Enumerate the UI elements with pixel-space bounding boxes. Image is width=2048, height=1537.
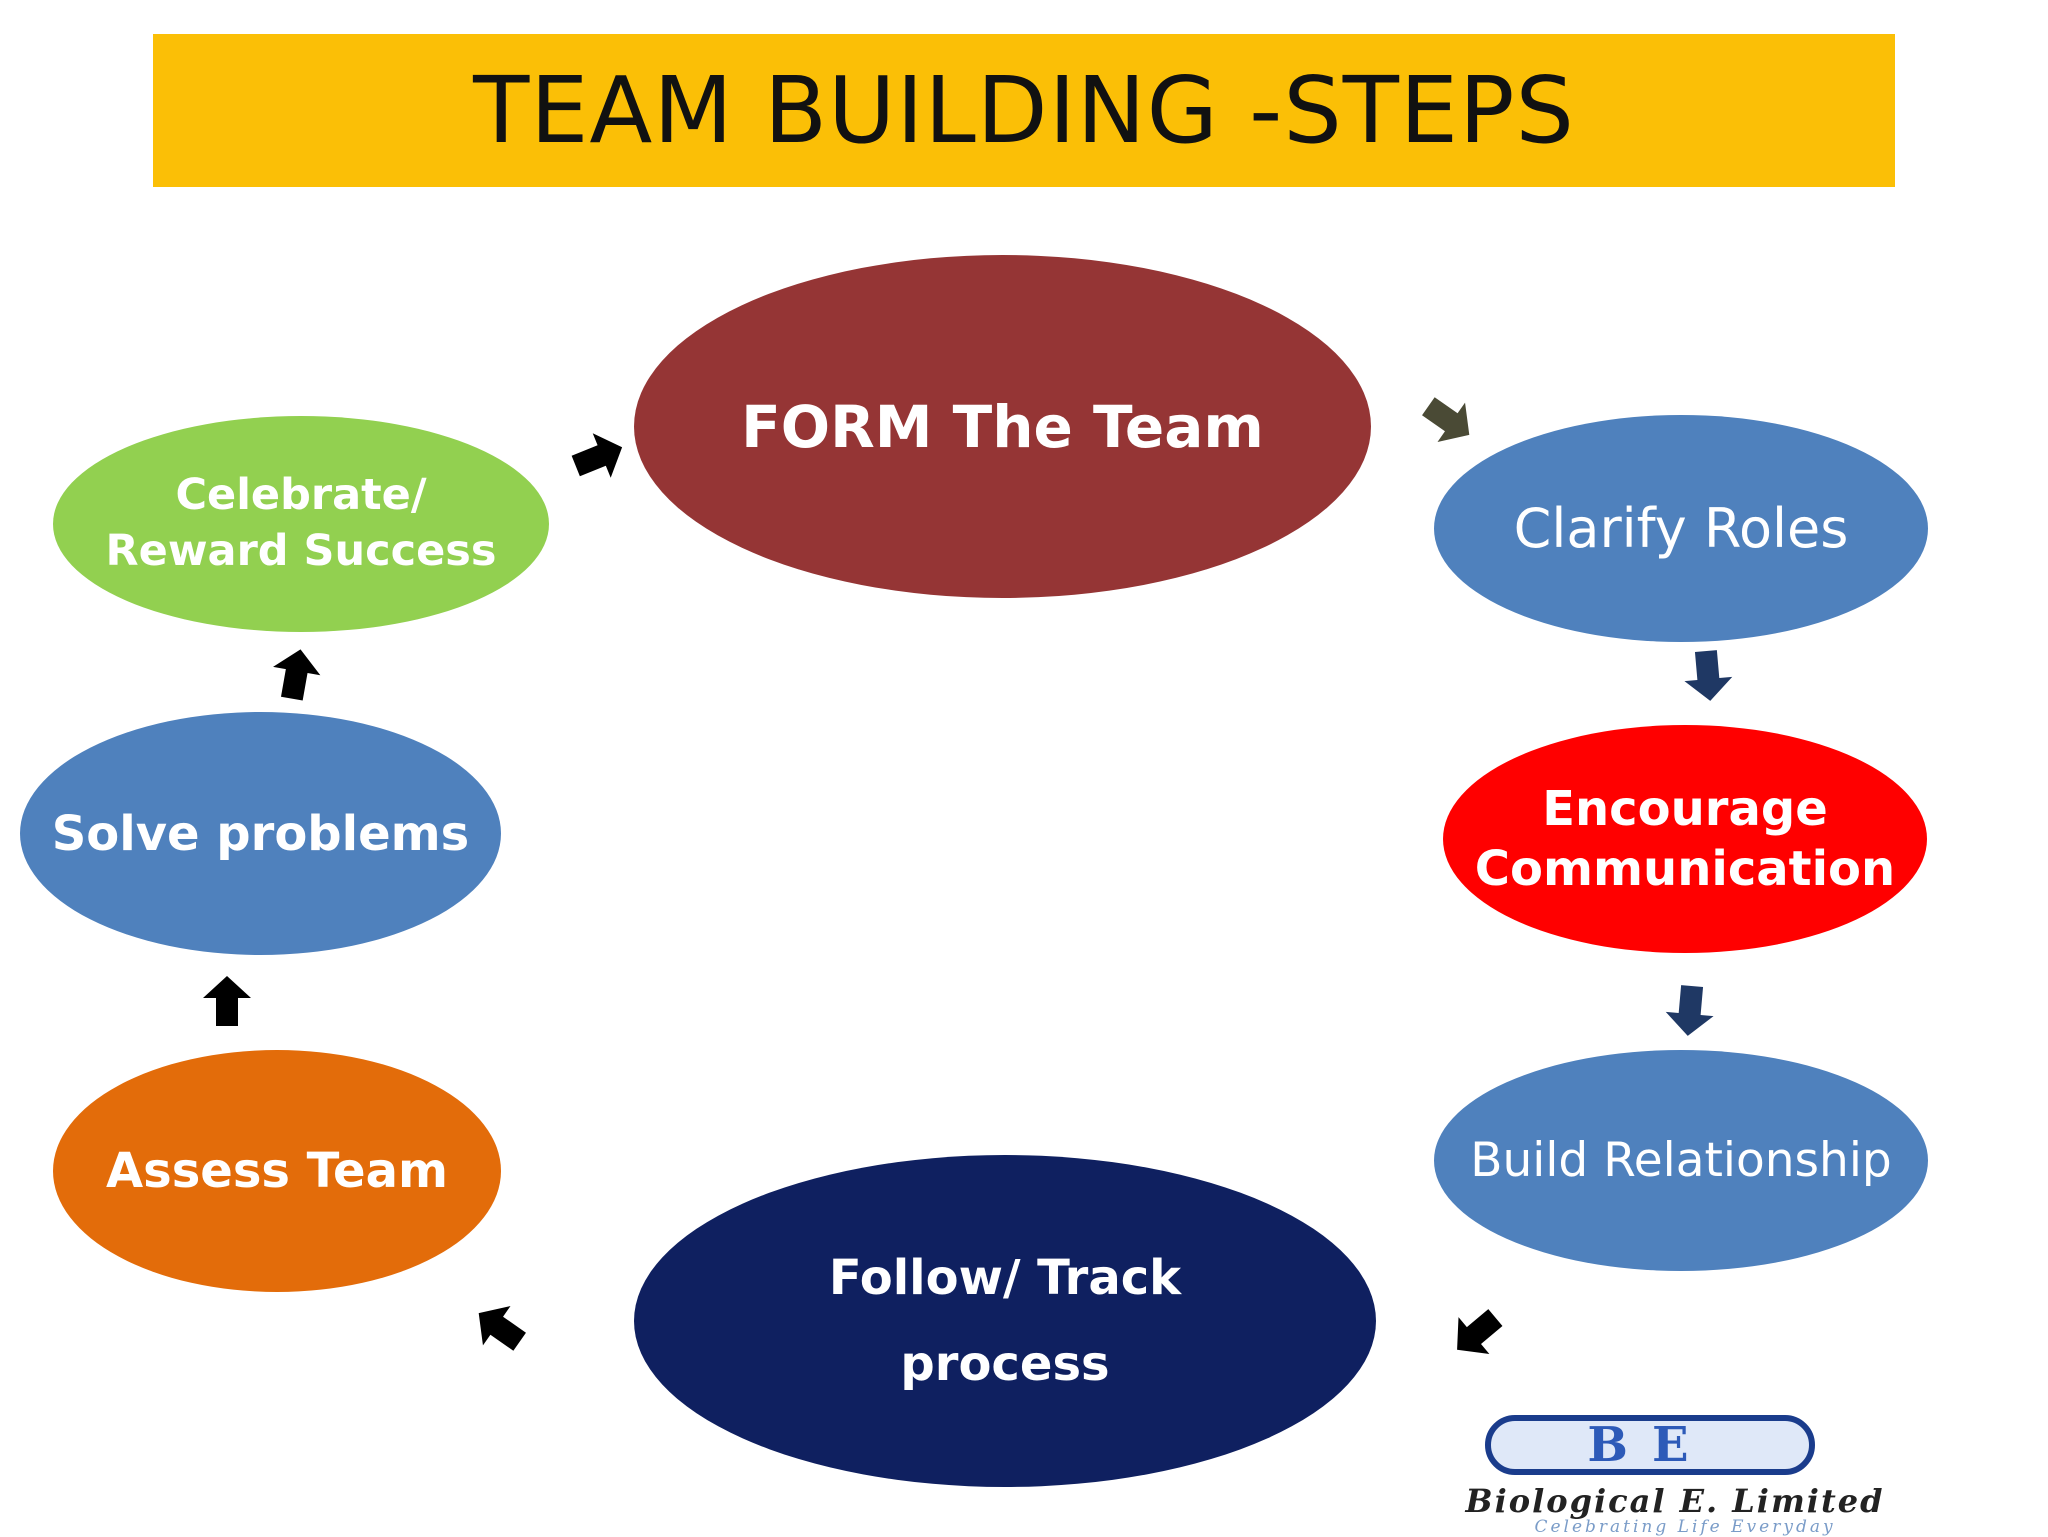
logo-tagline: Celebrating Life Everyday (1534, 1517, 1836, 1537)
arrow-follow-to-assess-icon (478, 1306, 526, 1351)
step-assess-team: Assess Team (53, 1050, 501, 1292)
step-follow-track-process: Follow/ Track process (634, 1155, 1376, 1487)
logo-badge: BE (1485, 1415, 1815, 1475)
arrow-clarify-to-encourage-icon (1684, 650, 1733, 701)
step-clarify-label: Clarify Roles (1513, 497, 1849, 560)
step-form-the-team: FORM The Team (634, 255, 1371, 598)
step-clarify-roles: Clarify Roles (1434, 415, 1928, 642)
step-follow-label: Follow/ Track process (828, 1249, 1182, 1392)
logo-company-name: Biological E. Limited (1465, 1482, 1885, 1520)
step-build-label: Build Relationship (1470, 1133, 1892, 1188)
arrow-assess-to-solve-icon (203, 976, 251, 1026)
step-encourage-communication: Encourage Communication (1443, 725, 1927, 953)
step-celebrate-reward-success: Celebrate/ Reward Success (53, 416, 549, 632)
arrow-form-to-clarify-icon (1422, 397, 1470, 442)
page-title: TEAM BUILDING -STEPS (473, 57, 1575, 164)
arrow-build-to-follow-icon (1457, 1309, 1503, 1354)
step-build-relationship: Build Relationship (1434, 1050, 1928, 1271)
arrow-celebrate-to-form-icon (571, 433, 623, 478)
step-assess-label: Assess Team (105, 1143, 449, 1199)
step-encourage-label: Encourage Communication (1474, 781, 1896, 897)
step-solve-problems: Solve problems (20, 712, 501, 955)
step-form-label: FORM The Team (741, 392, 1264, 461)
arrow-encourage-to-build-icon (1665, 985, 1714, 1036)
step-celebrate-label: Celebrate/ Reward Success (105, 470, 497, 576)
arrow-solve-to-celebrate-icon (273, 649, 321, 701)
title-banner: TEAM BUILDING -STEPS (153, 34, 1895, 187)
company-logo: BE Biological E. Limited Celebrating Lif… (1385, 1400, 1975, 1537)
step-solve-label: Solve problems (51, 805, 470, 862)
